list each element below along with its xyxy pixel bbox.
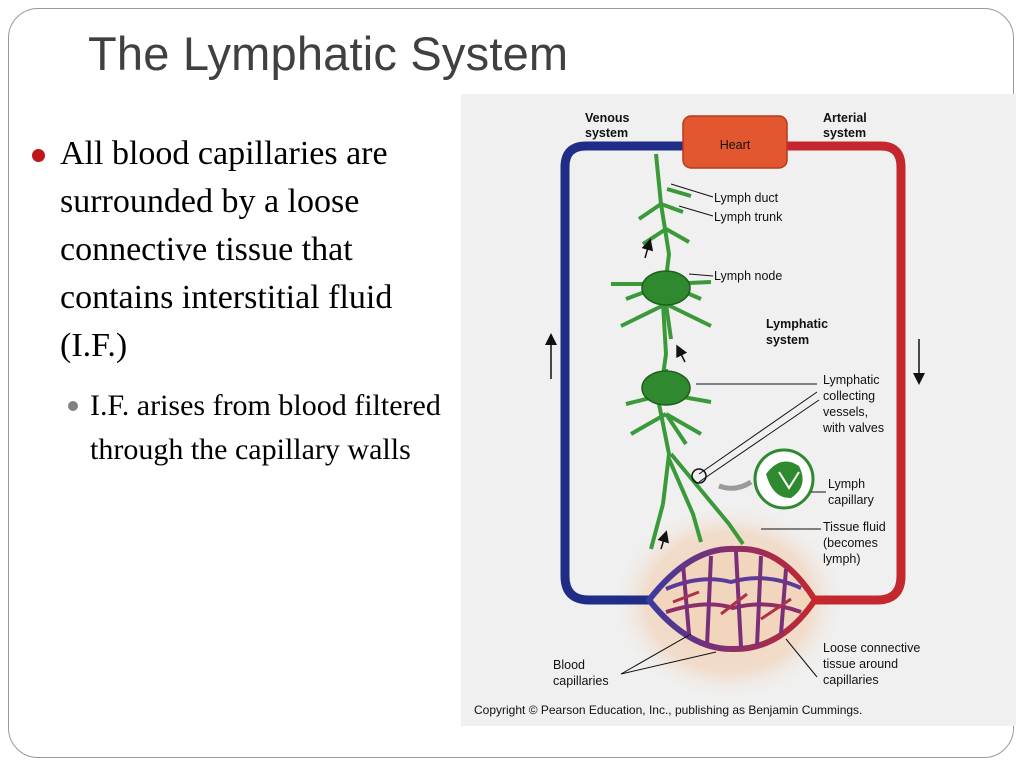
venous-label-line2: system bbox=[585, 126, 628, 140]
bullet-text: All blood capillaries are surrounded by … bbox=[60, 135, 393, 364]
lymph-node-lower bbox=[641, 370, 691, 406]
collecting-vessels-label-line2: collecting bbox=[823, 389, 875, 403]
lymph-duct-label: Lymph duct bbox=[714, 191, 779, 205]
lymph-flow-arrow-icon bbox=[641, 238, 654, 259]
lymph-node-upper bbox=[641, 270, 691, 306]
lymph-trunk-label: Lymph trunk bbox=[714, 210, 783, 224]
loose-tissue-label-line1: Loose connective bbox=[823, 641, 920, 655]
blood-capillary-bed bbox=[645, 545, 819, 653]
lymph-node-label: Lymph node bbox=[714, 269, 782, 283]
tissue-fluid-label-line3: lymph) bbox=[823, 552, 861, 566]
lymphatic-diagram: Heart bbox=[461, 94, 1016, 726]
lymph-capillary-label-line2: capillary bbox=[828, 493, 875, 507]
bullet-marker-icon bbox=[32, 149, 45, 162]
magnify-spot bbox=[691, 468, 707, 484]
heart-shape bbox=[682, 115, 788, 169]
collecting-vessels-label-line4: with valves bbox=[822, 421, 884, 435]
copyright-text: Copyright © Pearson Education, Inc., pub… bbox=[474, 703, 862, 717]
heart-label: Heart bbox=[720, 138, 751, 152]
blood-capillaries-label-line1: Blood bbox=[553, 658, 585, 672]
arterial-vessel bbox=[783, 141, 906, 605]
venous-label-line1: Venous bbox=[585, 111, 630, 125]
leader-lines bbox=[620, 183, 826, 678]
lymph-flow-arrow-icon bbox=[676, 344, 688, 363]
bullet-list: All blood capillaries are surrounded by … bbox=[30, 130, 460, 472]
collecting-vessels-label-line3: vessels, bbox=[823, 405, 868, 419]
tissue-fluid-label-line2: (becomes bbox=[823, 536, 878, 550]
tissue-fluid-label-line1: Tissue fluid bbox=[823, 520, 886, 534]
lymphatic-system-label-line1: Lymphatic bbox=[766, 317, 828, 331]
sub-bullet-text: I.F. arises from blood filtered through … bbox=[90, 389, 441, 466]
lymph-capillary-label-line1: Lymph bbox=[828, 477, 865, 491]
lymph-flow-arrow-icon bbox=[657, 530, 669, 550]
lymphatic-system-label-line2: system bbox=[766, 333, 809, 347]
bullet-item: All blood capillaries are surrounded by … bbox=[30, 130, 460, 370]
arterial-label-line1: Arterial bbox=[823, 111, 867, 125]
collecting-vessels-label-line1: Lymphatic bbox=[823, 373, 880, 387]
venous-vessel bbox=[560, 141, 686, 605]
sub-bullet-item: I.F. arises from blood filtered through … bbox=[60, 384, 460, 472]
diagram-svg: Heart bbox=[474, 111, 925, 717]
arterial-label-line2: system bbox=[823, 126, 866, 140]
slide-title: The Lymphatic System bbox=[88, 27, 569, 80]
loose-tissue-label-line2: tissue around bbox=[823, 657, 898, 671]
blood-capillaries-label-line2: capillaries bbox=[553, 674, 609, 688]
valve-icon bbox=[778, 471, 800, 490]
loose-tissue-label-line3: capillaries bbox=[823, 673, 879, 687]
magnify-arrow-icon bbox=[718, 479, 753, 491]
sub-bullet-marker-icon bbox=[68, 401, 78, 411]
